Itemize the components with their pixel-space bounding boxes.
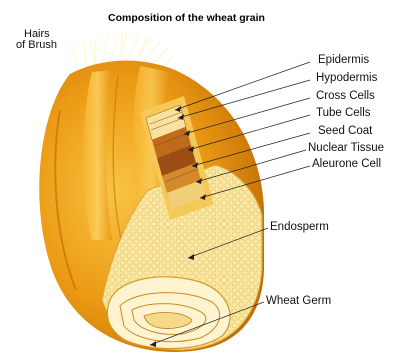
label-wheat-germ: Wheat Germ [266,295,331,307]
label-aleurone-cell: Aleurone Cell [312,158,381,170]
diagram-title: Composition of the wheat grain [108,12,265,24]
label-of-brush: of Brush [16,39,57,51]
label-epidermis: Epidermis [318,54,369,66]
label-seed-coat: Seed Coat [318,125,373,137]
label-cross-cells: Cross Cells [316,90,375,102]
label-endosperm: Endosperm [270,221,329,233]
label-hypodermis: Hypodermis [316,72,378,84]
label-nuclear-tissue: Nuclear Tissue [308,142,384,154]
label-tube-cells: Tube Cells [316,107,371,119]
